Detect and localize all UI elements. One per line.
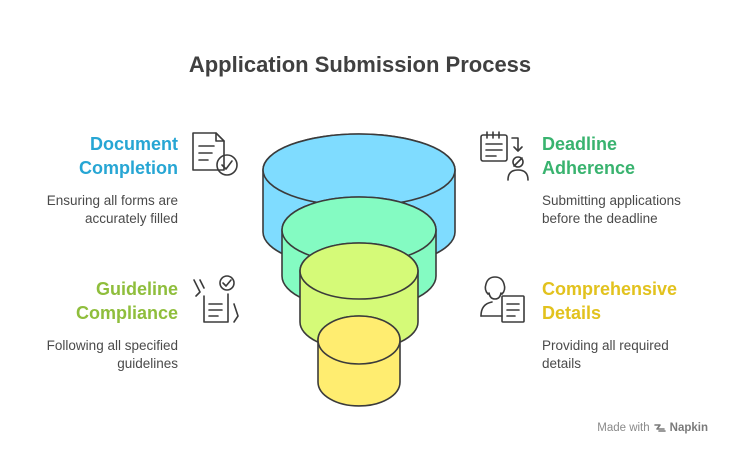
footer-made-with: Made with — [597, 422, 650, 434]
funnel-tier-details — [317, 315, 401, 407]
deadline-adherence-heading: Deadline Adherence — [542, 134, 636, 178]
checklist-hand-icon — [193, 275, 239, 323]
document-completion-description: Ensuring all forms are accurately filled — [46, 193, 178, 226]
footer-brand: Napkin — [669, 422, 708, 434]
napkin-logo-icon — [653, 424, 666, 432]
person-document-icon — [480, 276, 525, 323]
deadline-adherence-description: Submitting applications before the deadl… — [542, 193, 681, 226]
calendar-person-icon — [480, 131, 529, 181]
document-completion-heading: Document Completion — [79, 134, 178, 178]
guideline-compliance-description: Following all specified guidelines — [46, 338, 178, 371]
comprehensive-details-heading: Comprehensive Details — [542, 279, 678, 323]
funnel-diagram — [262, 133, 456, 407]
guideline-compliance-heading: Guideline Compliance — [75, 279, 178, 323]
document-check-icon — [192, 132, 238, 176]
footer-credit: Made with Napkin — [597, 422, 708, 434]
comprehensive-details-description: Providing all required details — [542, 338, 669, 371]
diagram-title: Application Submission Process — [188, 52, 532, 77]
